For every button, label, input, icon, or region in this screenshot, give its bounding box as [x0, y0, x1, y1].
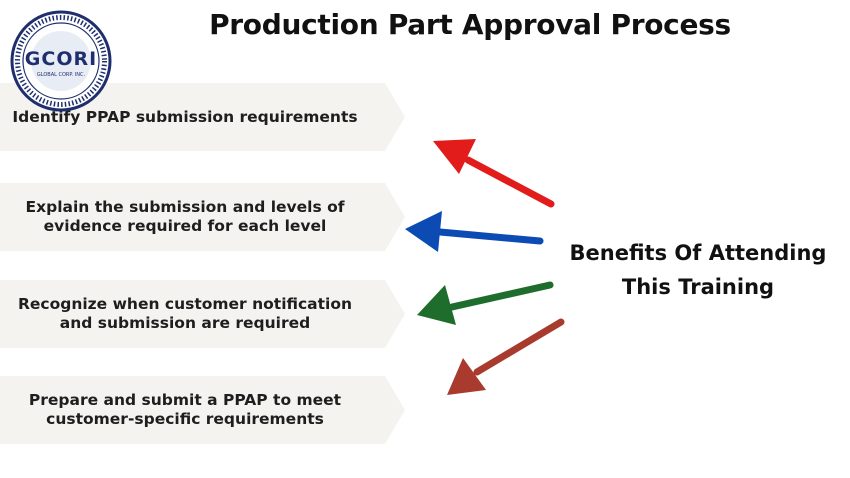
benefit-banner-3: Recognize when customer notification and… [0, 280, 405, 348]
benefit-text: Prepare and submit a PPAP to meet custom… [28, 391, 342, 428]
benefit-banner-2: Explain the submission and levels of evi… [0, 183, 405, 251]
red-arrow-icon [433, 139, 555, 208]
logo-wordmark: GCORI [24, 48, 98, 70]
logo-subtext: GLOBAL CORP. INC. [36, 72, 86, 78]
blue-arrow-icon [405, 211, 544, 252]
callout-line-2: This Training [621, 275, 775, 299]
callout-line-1: Benefits Of Attending [569, 241, 827, 265]
benefits-callout: Benefits Of Attending This Training [548, 236, 848, 304]
benefit-banner-1: Identify PPAP submission requirements [0, 83, 405, 151]
gcori-logo: GCORI GLOBAL CORP. INC. [10, 10, 112, 112]
banner-shape [0, 183, 405, 251]
benefit-text: Identify PPAP submission requirements [12, 107, 358, 126]
benefit-banner-4: Prepare and submit a PPAP to meet custom… [0, 376, 405, 444]
banner-shape [0, 280, 405, 348]
brown-arrow-icon [447, 318, 565, 395]
banner-shape [0, 83, 405, 151]
banner-shape [0, 376, 405, 444]
logo-seal-icon [10, 10, 112, 112]
green-arrow-icon [417, 281, 554, 325]
benefit-text: Recognize when customer notification and… [17, 295, 353, 332]
page-title: Production Part Approval Process [209, 8, 731, 41]
benefit-text: Explain the submission and levels of evi… [25, 198, 345, 235]
